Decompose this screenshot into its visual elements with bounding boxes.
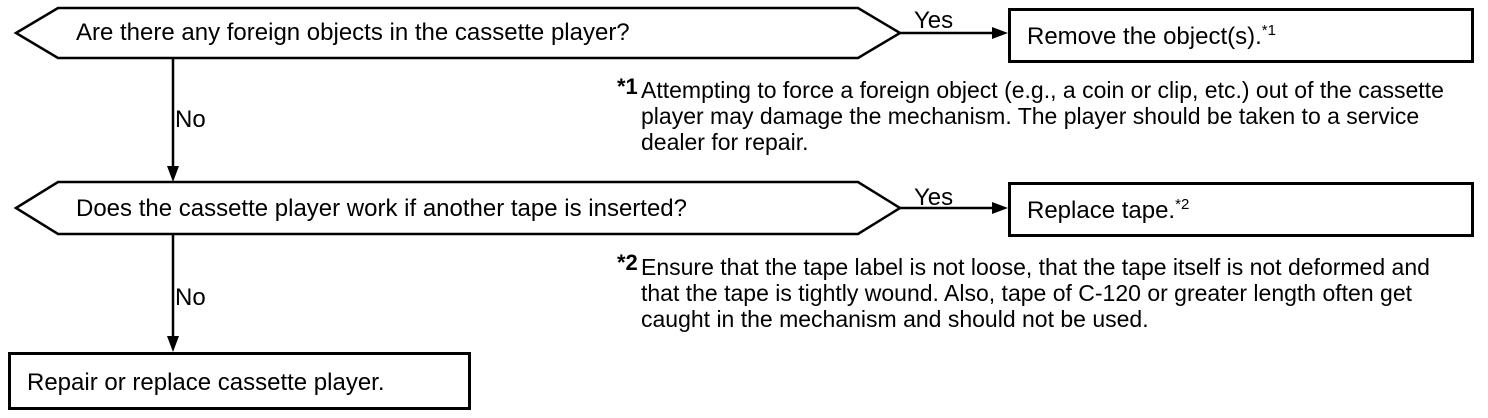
no-label-2: No	[175, 284, 206, 311]
note-2-mark: *2	[617, 250, 638, 275]
no-label-1: No	[175, 106, 206, 133]
note-1-text: Attempting to force a foreign object (e.…	[641, 77, 1444, 155]
end-box: Repair or replace cassette player.	[8, 352, 471, 410]
note-2-text: Ensure that the tape label is not loose,…	[641, 254, 1430, 332]
yes-arrowhead-1	[992, 27, 1008, 39]
end-text: Repair or replace cassette player.	[27, 369, 385, 396]
no-arrowhead-1	[167, 166, 179, 182]
action-1-text: Remove the object(s).	[1027, 23, 1262, 50]
no-arrowhead-2	[167, 336, 179, 352]
action-box-1: Remove the object(s).*1	[1008, 8, 1474, 63]
yes-label-2: Yes	[914, 184, 954, 211]
action-box-2: Replace tape.*2	[1008, 182, 1474, 237]
action-2-ref: *2	[1175, 196, 1190, 213]
action-1-ref: *1	[1261, 22, 1276, 39]
action-2-label: Replace tape.*2	[1027, 197, 1189, 225]
action-1-label: Remove the object(s).*1	[1027, 23, 1276, 51]
decision-1-text: Are there any foreign objects in the cas…	[76, 19, 630, 46]
note-1-mark: *1	[617, 74, 638, 99]
decision-2-text: Does the cassette player work if another…	[76, 195, 687, 222]
yes-label-1: Yes	[914, 7, 954, 34]
action-2-text: Replace tape.	[1027, 197, 1176, 224]
yes-arrowhead-2	[992, 202, 1008, 214]
